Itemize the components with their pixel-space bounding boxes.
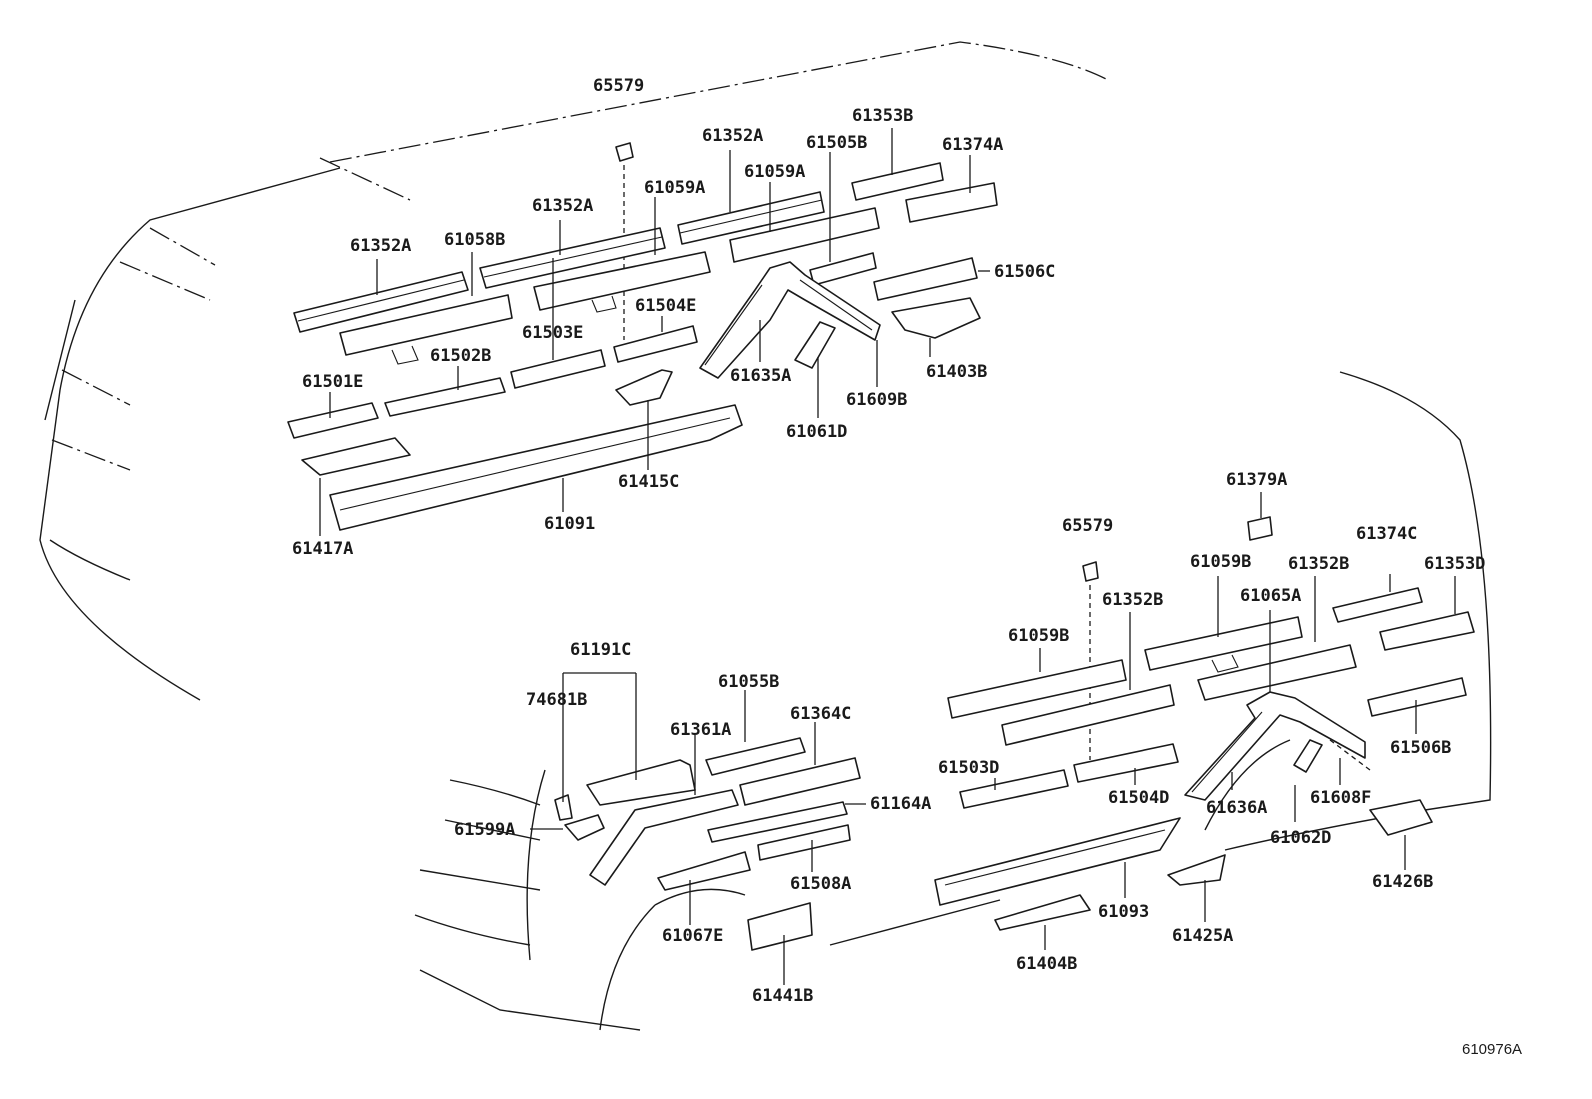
callout-74681B: 74681B	[526, 690, 588, 710]
callout-61058B: 61058B	[444, 230, 506, 250]
callout-61503E: 61503E	[522, 323, 584, 343]
callout-61403B: 61403B	[926, 362, 988, 382]
callout-61374C: 61374C	[1356, 524, 1418, 544]
callout-61352A-mid: 61352A	[532, 196, 594, 216]
upper-assembly	[287, 142, 998, 531]
callout-61599A: 61599A	[454, 820, 516, 840]
callout-61404B: 61404B	[1016, 954, 1078, 974]
vehicle-body-outline	[39, 41, 1492, 1031]
callout-61508A: 61508A	[790, 874, 852, 894]
callout-61059B-lower: 61059B	[1008, 626, 1070, 646]
callout-61505B: 61505B	[806, 133, 868, 153]
callout-61426B: 61426B	[1372, 872, 1434, 892]
callout-61506C: 61506C	[994, 262, 1056, 282]
callout-61361A: 61361A	[670, 720, 732, 740]
lower-assembly	[934, 516, 1475, 931]
front-left-assembly	[554, 737, 861, 951]
callout-65579: 65579	[593, 76, 645, 96]
callout-61059A-right: 61059A	[744, 162, 806, 182]
callout-61091: 61091	[544, 514, 596, 534]
callout-61636A: 61636A	[1206, 798, 1268, 818]
callout-61093: 61093	[1098, 902, 1150, 922]
callout-61353D: 61353D	[1424, 554, 1486, 574]
callout-61062D: 61062D	[1270, 828, 1332, 848]
callout-61504D: 61504D	[1108, 788, 1170, 808]
callout-61352A-left: 61352A	[350, 236, 412, 256]
callout-61059B-upper: 61059B	[1190, 552, 1252, 572]
callout-61425A: 61425A	[1172, 926, 1234, 946]
callout-61353B: 61353B	[852, 106, 914, 126]
diagram-reference-code: 610976A	[1462, 1041, 1523, 1058]
callout-61503D: 61503D	[938, 758, 1000, 778]
callout-61191C: 61191C	[570, 640, 632, 660]
callout-61374A: 61374A	[942, 135, 1004, 155]
callout-61608F: 61608F	[1310, 788, 1372, 808]
callout-61609B: 61609B	[846, 390, 908, 410]
callout-61352B-lower: 61352B	[1102, 590, 1164, 610]
callout-61506B: 61506B	[1390, 738, 1452, 758]
callout-65579-right: 65579	[1062, 516, 1114, 536]
callout-61164A: 61164A	[870, 794, 932, 814]
callout-61067E: 61067E	[662, 926, 724, 946]
callout-61441B: 61441B	[752, 986, 814, 1006]
callout-61352B-upper: 61352B	[1288, 554, 1350, 574]
callout-61501E: 61501E	[302, 372, 364, 392]
callout-61364C: 61364C	[790, 704, 852, 724]
callout-61352A: 61352A	[702, 126, 764, 146]
callout-61059A-left: 61059A	[644, 178, 706, 198]
callout-61061D: 61061D	[786, 422, 848, 442]
callout-61055B: 61055B	[718, 672, 780, 692]
callout-61504E: 61504E	[635, 296, 697, 316]
callout-61635A: 61635A	[730, 366, 792, 386]
callout-61065A: 61065A	[1240, 586, 1302, 606]
leader-lines	[319, 128, 1456, 985]
callout-61417A: 61417A	[292, 539, 354, 559]
callout-61379A: 61379A	[1226, 470, 1288, 490]
callout-61415C: 61415C	[618, 472, 680, 492]
callout-61502B: 61502B	[430, 346, 492, 366]
